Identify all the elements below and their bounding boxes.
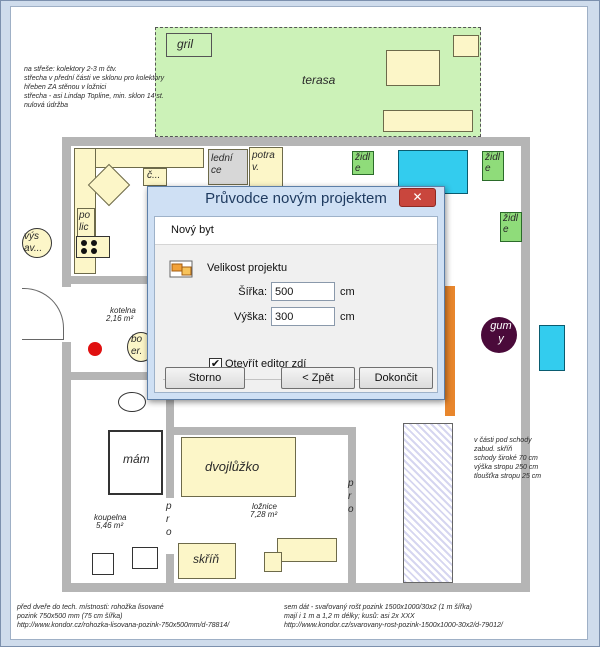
project-size-icon xyxy=(169,258,197,280)
wall-left-bottom[interactable] xyxy=(62,342,71,592)
right-cyan-item[interactable] xyxy=(539,325,565,371)
wall-top[interactable] xyxy=(62,137,530,146)
chair-1[interactable] xyxy=(352,151,374,175)
dialog-subtitle: Nový byt xyxy=(171,224,214,236)
double-bed[interactable] xyxy=(181,437,296,497)
roof-note-5: nulová údržba xyxy=(24,102,68,109)
boiler-label: bo er. xyxy=(131,334,143,357)
gum-label: gum y xyxy=(490,320,512,345)
roof-note-3: hřeben ZA stěnou v ložnici xyxy=(24,84,107,91)
width-input[interactable] xyxy=(271,282,335,301)
desk-chair[interactable] xyxy=(264,552,282,572)
bedroom-area: 7,28 m² xyxy=(250,510,278,519)
back-button[interactable]: < Zpět xyxy=(281,367,355,389)
wall-bath-right[interactable] xyxy=(166,400,174,583)
passage-2-label: p r o xyxy=(348,478,354,515)
washing-machine[interactable] xyxy=(92,553,114,575)
close-button[interactable]: ✕ xyxy=(399,188,436,207)
right-note-4: výška stropu 250 cm xyxy=(474,464,539,471)
desk[interactable] xyxy=(277,538,337,562)
stove-icon[interactable] xyxy=(76,236,110,258)
right-note-1: v části pod schody xyxy=(474,437,532,444)
terrace-chair[interactable] xyxy=(453,35,479,57)
vacuum-label: výs av... xyxy=(24,231,43,254)
toilet[interactable] xyxy=(118,392,146,412)
boiler-room-area: 2,16 m² xyxy=(106,314,134,323)
dialog-body: Nový byt Velikost projektu Šířka: cm Výš… xyxy=(154,216,438,393)
terrace-bench[interactable] xyxy=(383,110,473,132)
grill-label: gril xyxy=(177,37,194,51)
bottom-right-note-2: mají i 1 m a 1,2 m délky; kusů: asi 2x X… xyxy=(284,613,415,620)
height-unit: cm xyxy=(340,311,355,323)
right-note-2: zabud. skříň xyxy=(474,446,513,453)
chair-2[interactable] xyxy=(482,151,504,181)
pantry-label: potra v. xyxy=(252,150,275,173)
terrace-table[interactable] xyxy=(386,50,440,86)
wardrobe[interactable] xyxy=(178,543,236,579)
fridge[interactable] xyxy=(208,149,248,185)
grill[interactable] xyxy=(166,33,212,57)
bottom-left-note-3: http://www.kondor.cz/rohozka-lisovana-po… xyxy=(17,622,230,629)
wall-bottom[interactable] xyxy=(62,583,530,592)
roof-note-2: střecha v přední části ve sklonu pro kol… xyxy=(24,75,165,82)
bedroom-label: ložnice xyxy=(252,502,277,511)
wall-bath-top[interactable] xyxy=(71,372,151,380)
wall-bedroom-right[interactable] xyxy=(348,427,356,583)
wall-kitchen-mid[interactable] xyxy=(71,276,151,284)
project-size-label: Velikost projektu xyxy=(207,262,288,274)
boiler-room-label: kotelna xyxy=(110,306,136,315)
bathtub[interactable] xyxy=(108,430,163,495)
chair-3-label: židl e xyxy=(503,213,519,235)
terrace-label: terasa xyxy=(302,73,336,87)
double-bed-label: dvojlůžko xyxy=(205,459,260,474)
height-label: Výška: xyxy=(233,311,267,323)
height-input[interactable] xyxy=(271,307,335,326)
passage-1-label: p r o xyxy=(166,501,172,538)
roof-note-1: na střeše: kolektory 2-3 m čtv. xyxy=(24,66,117,73)
dialog-title: Průvodce novým projektem xyxy=(205,190,387,207)
right-note-3: schody široké 70 cm xyxy=(474,455,538,462)
wall-stair-right[interactable] xyxy=(445,286,455,416)
chair-3[interactable] xyxy=(500,212,522,242)
width-label: Šířka: xyxy=(238,286,267,298)
bottom-right-note-3: http://www.kondor.cz/svarovany-rost-pozi… xyxy=(284,622,503,629)
gum-item[interactable] xyxy=(481,317,517,353)
finish-button[interactable]: Dokončit xyxy=(359,367,433,389)
bathtub-label: mám xyxy=(123,452,150,466)
bottom-right-note-1: sem dát - svařovaný rošt pozink 1500x100… xyxy=(284,604,472,611)
passage-1[interactable] xyxy=(164,498,178,554)
shelf-label: po lic xyxy=(79,210,91,233)
width-unit: cm xyxy=(340,286,355,298)
stairs[interactable] xyxy=(403,423,453,583)
roof-note-4: střecha - asi Lindap Topline, min. sklon… xyxy=(24,93,164,100)
bathroom-area: 5,46 m² xyxy=(96,521,124,530)
red-dot-icon[interactable] xyxy=(88,342,102,356)
washbasin[interactable] xyxy=(132,547,158,569)
dialog-header: Nový byt xyxy=(155,217,437,245)
wall-right[interactable] xyxy=(521,137,530,592)
chair-1-label: židl e xyxy=(355,152,371,174)
wall-left-top[interactable] xyxy=(62,137,71,287)
pantry[interactable] xyxy=(249,147,283,187)
chair-2-label: židl e xyxy=(485,152,501,174)
vacuum-icon[interactable] xyxy=(22,228,52,258)
kitchen-cabinet-label: č... xyxy=(147,170,161,181)
cancel-button[interactable]: Storno xyxy=(165,367,245,389)
bathroom-label: koupelna xyxy=(94,513,127,522)
bottom-left-note-1: před dveře do tech. místnosti: rohožka l… xyxy=(17,604,164,611)
new-project-wizard-dialog[interactable]: Průvodce novým projektem ✕ Nový byt Veli… xyxy=(147,186,445,400)
bottom-left-note-2: pozink 750x500 mm (75 cm šířka) xyxy=(17,613,123,620)
right-note-5: tloušťka stropu 25 cm xyxy=(474,473,542,480)
wardrobe-label: skříň xyxy=(193,552,220,566)
wall-bedroom-top[interactable] xyxy=(166,427,356,435)
fridge-label: lední ce xyxy=(211,153,233,176)
kitchen-cabinet[interactable] xyxy=(143,168,167,186)
